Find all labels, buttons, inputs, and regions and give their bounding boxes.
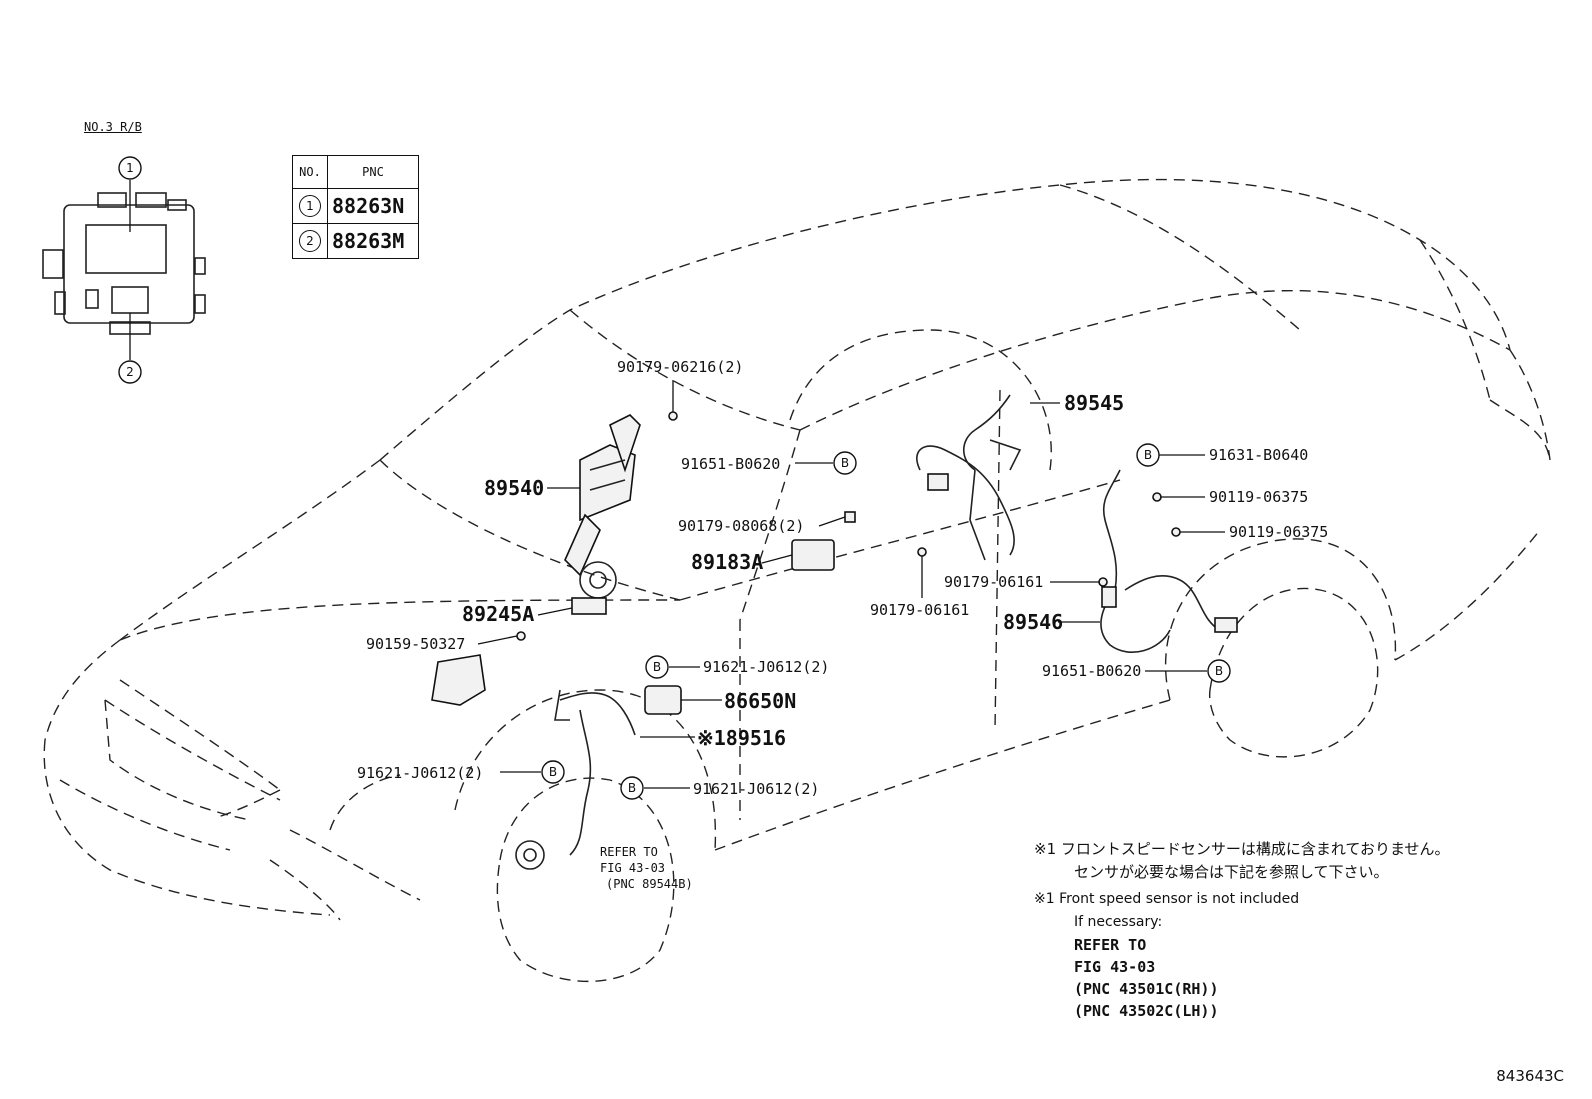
bolt-90179-06161-b — [1098, 577, 1108, 587]
bolt-marker-f — [1207, 659, 1231, 683]
label-91621-j0612-c: 91621-J0612(2) — [693, 780, 819, 798]
label-86650n: 86650N — [724, 689, 796, 713]
label-91621-j0612-a: 91621-J0612(2) — [703, 658, 829, 676]
callout-labels: 90179-06216(2) 89540 91651-B0620 90179-0… — [357, 358, 1328, 891]
table-row: 1 88263N — [292, 188, 419, 224]
label-91621-j0612-b: 91621-J0612(2) — [357, 764, 483, 782]
bolt-marker-label-b: B — [1144, 448, 1152, 462]
label-90179-06161-b: 90179-06161 — [944, 573, 1043, 591]
bolt-90179-06161-a — [917, 547, 927, 557]
pnc-table-header-row: NO. PNC — [292, 155, 419, 189]
label-90179-06216: 90179-06216(2) — [617, 358, 743, 376]
refer-small-line1: REFER TO — [600, 845, 658, 859]
bolt-90179-08068 — [844, 511, 856, 523]
note-refer-line2: FIG 43-03 — [1074, 958, 1156, 976]
note-ja-line2: センサが必要な場合は下記を参照して下さい。 — [1074, 863, 1389, 881]
harness-89516 — [515, 689, 636, 870]
part-89540-ecu — [564, 414, 641, 577]
label-91651-b0620-b: 91651-B0620 — [1042, 662, 1141, 680]
screw-90159-50327 — [516, 631, 526, 641]
bolt-marker-d — [541, 760, 565, 784]
bolt-marker-e — [620, 776, 644, 800]
figure-id: 843643C — [1496, 1067, 1564, 1085]
bolt-marker-a — [833, 451, 857, 475]
bolt-marker-label-d: B — [549, 765, 557, 779]
note-refer-line1: REFER TO — [1074, 936, 1147, 954]
label-90179-06161-a: 90179-06161 — [870, 601, 969, 619]
bolt-marker-label-c: B — [653, 660, 661, 674]
label-90159-50327: 90159-50327 — [366, 635, 465, 653]
bolt-marker-label-e: B — [628, 781, 636, 795]
relay-block-title: NO.3 R/B — [84, 120, 142, 134]
harness-89545 — [916, 394, 1022, 561]
bolt-90119-06375-a — [1152, 492, 1162, 502]
note-refer-line3: (PNC 43501C(RH)) — [1074, 980, 1219, 998]
marker-2-circle — [118, 360, 142, 384]
label-91631-b0640: 91631-B0640 — [1209, 446, 1308, 464]
bolt-marker-label-f: B — [1215, 664, 1223, 678]
note-refer-line4: (PNC 43502C(LH)) — [1074, 1002, 1219, 1020]
label-89245a: 89245A — [462, 602, 534, 626]
label-89540: 89540 — [484, 476, 544, 500]
label-89183a: 89183A — [691, 550, 763, 574]
pnc-table: NO. PNC 1 88263N 2 88263M — [292, 155, 419, 259]
bolt-marker-c — [645, 655, 669, 679]
note-ja-line1: ※1 フロントスピードセンサーは構成に含まれておりません。 — [1034, 840, 1450, 858]
label-89545: 89545 — [1064, 391, 1124, 415]
relay-block — [42, 156, 206, 384]
bolt-90179-06216 — [668, 411, 678, 421]
bolt-marker-b — [1136, 443, 1160, 467]
pnc-table-header-no: NO. — [292, 155, 328, 189]
pnc-row-number: 2 — [299, 230, 321, 252]
bolt-markers — [541, 443, 1231, 800]
refer-small-line2: FIG 43-03 — [600, 861, 665, 875]
pnc-table-header-pnc: PNC — [327, 155, 419, 189]
label-90119-06375-a: 90119-06375 — [1209, 488, 1308, 506]
pnc-row-number: 1 — [299, 195, 321, 217]
label-91651-b0620-a: 91651-B0620 — [681, 455, 780, 473]
note-en-line1: ※1 Front speed sensor is not included — [1034, 891, 1300, 907]
refer-small-line3: (PNC 89544B) — [606, 877, 693, 891]
pnc-row-value: 88263N — [327, 188, 419, 224]
part-89183a — [791, 539, 835, 571]
marker-2-label: 2 — [126, 365, 134, 379]
part-86650n — [644, 685, 682, 715]
label-89546: 89546 — [1003, 610, 1063, 634]
label-90179-08068: 90179-08068(2) — [678, 517, 804, 535]
part-89245a — [571, 561, 617, 615]
pnc-row-value: 88263M — [327, 223, 419, 259]
bolt-marker-label-a: B — [841, 456, 849, 470]
marker-1-label: 1 — [126, 161, 134, 175]
table-row: 2 88263M — [292, 223, 419, 259]
car-outline — [43, 178, 1551, 982]
marker-1-circle — [118, 156, 142, 180]
leader-lines — [477, 380, 1225, 789]
bolt-90119-06375-b — [1171, 527, 1181, 537]
note-en-line2: If necessary: — [1074, 914, 1163, 930]
label-89516: ※189516 — [697, 726, 786, 750]
harness-89546 — [1100, 469, 1238, 654]
front-bracket — [431, 654, 486, 706]
label-90119-06375-b: 90119-06375 — [1229, 523, 1328, 541]
